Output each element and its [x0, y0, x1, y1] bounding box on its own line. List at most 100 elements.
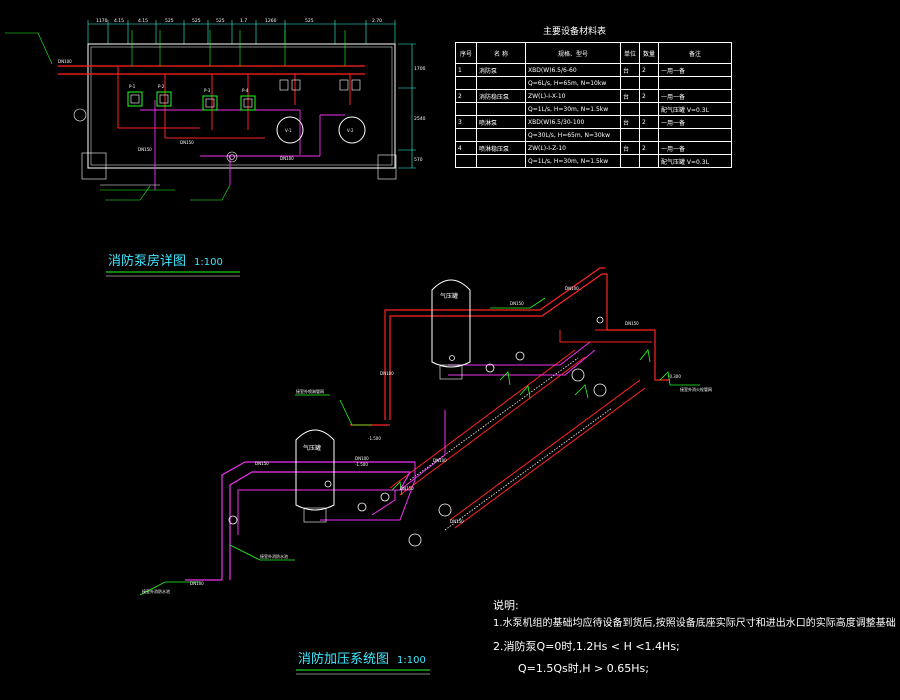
- pump-room-wall: [87, 43, 396, 169]
- table-cell: Q=1L/s, H=30m, N=1.5kw: [525, 154, 621, 168]
- tank-label: V-1: [285, 128, 292, 133]
- leader-label: 接室外喷淋管网: [296, 388, 324, 394]
- table-cell: [639, 102, 659, 116]
- table-cell: [476, 154, 526, 168]
- pipe-label: DN100: [380, 371, 394, 376]
- pump-label: P-1: [129, 84, 136, 89]
- pipe-label: DN150: [400, 486, 414, 491]
- table-header-cell: 单位: [620, 42, 640, 64]
- table-cell: 消防泵: [476, 63, 526, 77]
- table-cell: [476, 128, 526, 142]
- table-cell: [476, 76, 526, 90]
- tank-label: V-2: [347, 128, 354, 133]
- table-cell: Q=30L/s, H=65m, N=30kw: [525, 128, 621, 142]
- table-cell: [476, 102, 526, 116]
- leader-label: 接室外消防水池: [142, 588, 170, 594]
- table-header-cell: 数量: [639, 42, 659, 64]
- plan-tank: V-2: [338, 116, 366, 144]
- tank-label: 气压罐: [440, 292, 458, 300]
- table-cell: [620, 128, 640, 142]
- table-cell: 消防稳压泵: [476, 89, 526, 103]
- table-cell: [658, 128, 732, 142]
- plan-pump: P-4: [240, 88, 256, 111]
- table-cell: 2: [639, 115, 659, 129]
- dim-label: 2.70: [372, 18, 382, 24]
- note-line-2: 2.消防泵Q=0时,1.2Hs < H <1.4Hs;: [493, 640, 680, 653]
- dim-label: 1260: [265, 18, 277, 24]
- equipment-table-title: 主要设备材料表: [543, 27, 607, 37]
- leader-label: 接室外消火栓管网: [680, 386, 712, 392]
- table-cell: 1: [455, 63, 477, 77]
- plan-pump: P-1: [127, 84, 143, 107]
- table-cell: 2: [455, 89, 477, 103]
- table-header-cell: 备注: [658, 42, 732, 64]
- dim-label: 1700: [414, 66, 426, 72]
- pipe-label: DN100: [58, 59, 72, 64]
- plan-pump: P-3: [202, 88, 218, 111]
- table-cell: [620, 102, 640, 116]
- dim-label: 525: [165, 18, 174, 24]
- table-cell: 台: [620, 89, 640, 103]
- dim-label: 1.7: [240, 18, 247, 24]
- table-cell: 一用一备: [658, 89, 732, 103]
- table-row: Q=30L/s, H=65m, N=30kw: [455, 128, 732, 142]
- table-row: Q=6L/s, H=65m, N=10kw: [455, 76, 732, 90]
- notes-heading: 说明:: [493, 599, 519, 612]
- pressure-tank: 气压罐: [431, 279, 471, 380]
- pipe-label: DN150: [625, 321, 639, 326]
- table-cell: 4: [455, 141, 477, 155]
- table-cell: [455, 76, 477, 90]
- leader-label: 接室外消防水池: [260, 553, 288, 559]
- table-cell: ZW(L)-I-Z-10: [525, 141, 621, 155]
- table-cell: 2: [639, 63, 659, 77]
- dim-label: 1170: [96, 18, 108, 24]
- table-cell: [455, 102, 477, 116]
- table-cell: 一用一备: [658, 63, 732, 77]
- pipe-label: DN100: [280, 156, 294, 161]
- pipe-red: [384, 267, 605, 420]
- table-cell: Q=6L/s, H=65m, N=10kw: [525, 76, 621, 90]
- system-scale: 1:100: [397, 655, 426, 666]
- dim-label: 525: [305, 18, 314, 24]
- pipe-label: DN100: [433, 458, 447, 463]
- table-cell: 喷淋稳压泵: [476, 141, 526, 155]
- note-line-1: 1.水泵机组的基础均应待设备到货后,按照设备底座实际尺寸和进出水口的实际高度调整…: [493, 618, 896, 629]
- elevation-label: -1.500: [355, 462, 368, 467]
- pipe-label: DN100: [355, 456, 369, 461]
- pipe-label: DN100: [565, 286, 579, 291]
- table-header-cell: 名 称: [476, 42, 526, 64]
- dim-label: 2540: [414, 116, 426, 122]
- pressure-tank: 气压罐: [295, 429, 335, 523]
- table-cell: [620, 76, 640, 90]
- table-cell: 配气压罐 V=0.3L: [658, 154, 732, 168]
- pump-room-scale: 1:100: [194, 257, 223, 268]
- table-cell: 一用一备: [658, 141, 732, 155]
- plan-dim-top-labels: 1170 4.15 4.15 525 525 525 1.7 1260 525 …: [96, 18, 382, 24]
- dim-label: 4.15: [138, 18, 148, 24]
- pump-room-plan: 1170 4.15 4.15 525 525 525 1.7 1260 525 …: [5, 18, 426, 201]
- table-cell: [455, 128, 477, 142]
- plan-pump: P-2: [156, 84, 172, 107]
- pipe-label: DN100: [190, 581, 204, 586]
- table-cell: XBD(W)6.5/6-60: [525, 63, 621, 77]
- pipe-label: DN150: [180, 140, 194, 145]
- table-cell: 一用一备: [658, 115, 732, 129]
- system-diagram: 气压罐 气压罐: [139, 267, 712, 596]
- table-cell: 3: [455, 115, 477, 129]
- pump-label: P-2: [158, 84, 165, 89]
- pipe-label: DN150: [138, 147, 152, 152]
- table-cell: 喷淋泵: [476, 115, 526, 129]
- table-cell: 配气压罐 V=0.3L: [658, 102, 732, 116]
- dim-label: 570: [414, 157, 423, 163]
- note-line-3: Q=1.5Qs时,H > 0.65Hs;: [518, 662, 649, 675]
- table-cell: XBD(W)6.5/30-100: [525, 115, 621, 129]
- table-cell: [455, 154, 477, 168]
- table-row: Q=1L/s, H=30m, N=1.5kw 配气压罐 V=0.3L: [455, 154, 732, 168]
- pipe-label: DN150: [255, 461, 269, 466]
